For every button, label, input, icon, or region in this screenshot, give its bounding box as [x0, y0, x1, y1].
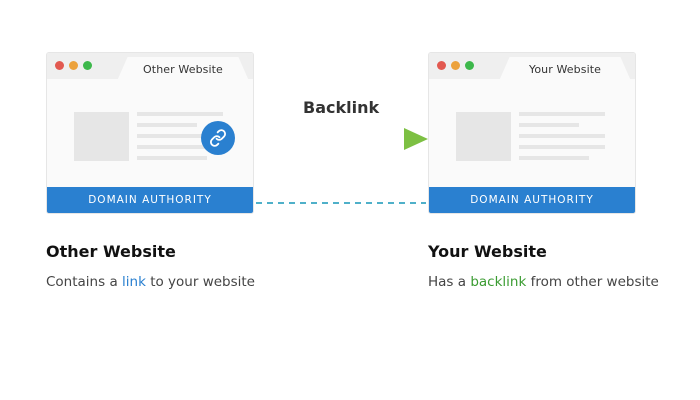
close-dot-icon [55, 61, 64, 70]
image-placeholder [74, 112, 129, 161]
minimize-dot-icon [69, 61, 78, 70]
image-placeholder [456, 112, 511, 161]
description-text: from other website [526, 274, 659, 290]
browser-tab-title: Your Website [528, 62, 602, 76]
description-text: to your website [145, 274, 255, 290]
text-line-placeholder [519, 112, 605, 116]
link-highlight: link [122, 274, 146, 290]
maximize-dot-icon [465, 61, 474, 70]
minimize-dot-icon [451, 61, 460, 70]
backlink-arrowhead-icon [404, 128, 428, 150]
browser-topbar: Other Website [47, 53, 253, 81]
text-line-placeholder [519, 134, 605, 138]
your-website-title: Your Website [428, 242, 547, 261]
description-text: Has a [428, 274, 471, 290]
text-line-placeholder [519, 123, 579, 127]
your-website-description: Has a backlink from other website [428, 274, 659, 290]
browser-tab: Your Website [499, 57, 631, 81]
text-line-placeholder [519, 145, 605, 149]
text-line-placeholder [137, 145, 223, 149]
domain-authority-bar: DOMAIN AUTHORITY [429, 187, 635, 213]
link-icon [210, 129, 226, 147]
backlink-label: Backlink [303, 98, 380, 117]
text-line-placeholder [137, 112, 223, 116]
domain-authority-bar: DOMAIN AUTHORITY [47, 187, 253, 213]
other-website-description: Contains a link to your website [46, 274, 255, 290]
domain-authority-label: DOMAIN AUTHORITY [470, 194, 594, 206]
text-line-placeholder [137, 156, 207, 160]
backlink-highlight: backlink [470, 274, 527, 290]
maximize-dot-icon [83, 61, 92, 70]
link-badge [201, 121, 235, 155]
domain-authority-label: DOMAIN AUTHORITY [88, 194, 212, 206]
browser-tab-title: Other Website [143, 62, 223, 76]
your-website-browser: Your Website DOMAIN AUTHORITY [428, 52, 636, 214]
text-line-placeholder [137, 134, 223, 138]
text-line-placeholder [137, 123, 197, 127]
description-text: Contains a [46, 274, 123, 290]
browser-tab: Other Website [117, 57, 249, 81]
close-dot-icon [437, 61, 446, 70]
other-website-title: Other Website [46, 242, 176, 261]
browser-topbar: Your Website [429, 53, 635, 81]
text-line-placeholder [519, 156, 589, 160]
